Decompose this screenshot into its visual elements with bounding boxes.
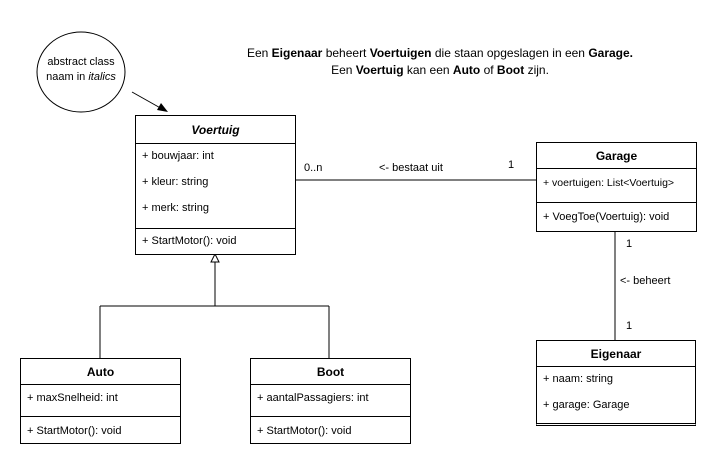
caption-text: of bbox=[480, 63, 497, 77]
caption-keyword: Boot bbox=[496, 63, 525, 77]
class-voertuig[interactable]: Voertuig + bouwjaar: int + kleur: string… bbox=[135, 115, 296, 255]
class-garage-methods: + VoegToe(Voertuig): void bbox=[537, 203, 696, 231]
method-row: + StartMotor(): void bbox=[27, 425, 122, 437]
class-eigenaar-name: Eigenaar bbox=[537, 341, 695, 367]
caption-keyword: Voertuigen bbox=[369, 46, 432, 60]
note-line-2: naam in italics bbox=[37, 70, 125, 85]
class-garage-name: Garage bbox=[537, 143, 696, 169]
note-text: abstract class naam in italics bbox=[37, 55, 125, 85]
class-boot-name: Boot bbox=[251, 359, 410, 385]
caption-text: kan een bbox=[403, 63, 453, 77]
attribute-row: + naam: string bbox=[543, 373, 614, 385]
note-bubble bbox=[36, 31, 126, 113]
note-arrowhead bbox=[157, 103, 168, 112]
multiplicity-garage-beheert: 1 bbox=[626, 238, 633, 250]
association-label-bestaat-uit: <- bestaat uit bbox=[379, 162, 443, 174]
class-voertuig-attributes: + bouwjaar: int + kleur: string + merk: … bbox=[136, 144, 295, 229]
method-row: + VoegToe(Voertuig): void bbox=[543, 211, 670, 223]
caption-text: beheert bbox=[322, 46, 370, 60]
attribute-row: + kleur: string bbox=[142, 176, 209, 188]
multiplicity-voertuig: 0..n bbox=[304, 162, 323, 174]
class-boot-methods: + StartMotor(): void bbox=[251, 417, 410, 443]
method-row: + StartMotor(): void bbox=[257, 425, 352, 437]
class-eigenaar-attributes: + naam: string + garage: Garage bbox=[537, 367, 695, 423]
caption-text: die staan opgeslagen in een bbox=[431, 46, 589, 60]
diagram-caption: Een Eigenaar beheert Voertuigen die staa… bbox=[210, 45, 670, 79]
generalization-triangle bbox=[210, 252, 220, 263]
caption-keyword: Voertuig bbox=[355, 63, 404, 77]
class-garage-attributes: + voertuigen: List<Voertuig> bbox=[537, 169, 696, 203]
class-auto[interactable]: Auto + maxSnelheid: int + StartMotor(): … bbox=[20, 358, 181, 444]
association-label-beheert: <- beheert bbox=[620, 275, 671, 287]
class-boot-attributes: + aantalPassagiers: int bbox=[251, 385, 410, 417]
class-voertuig-methods: + StartMotor(): void bbox=[136, 229, 295, 254]
caption-line-2: Een Voertuig kan een Auto of Boot zijn. bbox=[210, 62, 670, 79]
attribute-row: + voertuigen: List<Voertuig> bbox=[543, 177, 675, 189]
multiplicity-eigenaar: 1 bbox=[626, 320, 633, 332]
attribute-row: + aantalPassagiers: int bbox=[257, 392, 369, 404]
class-garage[interactable]: Garage + voertuigen: List<Voertuig> + Vo… bbox=[536, 142, 697, 232]
method-row: + StartMotor(): void bbox=[142, 235, 237, 247]
multiplicity-garage: 1 bbox=[508, 159, 515, 171]
caption-text: Een bbox=[246, 46, 272, 60]
caption-text: zijn. bbox=[524, 63, 549, 77]
attribute-row: + maxSnelheid: int bbox=[27, 392, 118, 404]
attribute-row: + bouwjaar: int bbox=[142, 150, 214, 162]
note-line-2-prefix: naam in bbox=[46, 71, 89, 83]
caption-keyword: Auto bbox=[452, 63, 481, 77]
class-auto-methods: + StartMotor(): void bbox=[21, 417, 180, 443]
attribute-row: + garage: Garage bbox=[543, 399, 630, 411]
note-line-1: abstract class bbox=[47, 56, 115, 68]
class-eigenaar[interactable]: Eigenaar + naam: string + garage: Garage bbox=[536, 340, 696, 426]
attribute-row: + merk: string bbox=[142, 202, 209, 214]
class-auto-attributes: + maxSnelheid: int bbox=[21, 385, 180, 417]
caption-keyword: Eigenaar bbox=[271, 46, 323, 60]
caption-text: Een bbox=[331, 63, 356, 77]
caption-line-1: Een Eigenaar beheert Voertuigen die staa… bbox=[210, 45, 670, 62]
class-boot[interactable]: Boot + aantalPassagiers: int + StartMoto… bbox=[250, 358, 411, 444]
caption-keyword: Garage. bbox=[588, 46, 634, 60]
note-arrow-line bbox=[131, 91, 165, 111]
class-voertuig-name: Voertuig bbox=[136, 116, 295, 144]
note-line-2-italic: italics bbox=[88, 71, 116, 83]
class-auto-name: Auto bbox=[21, 359, 180, 385]
